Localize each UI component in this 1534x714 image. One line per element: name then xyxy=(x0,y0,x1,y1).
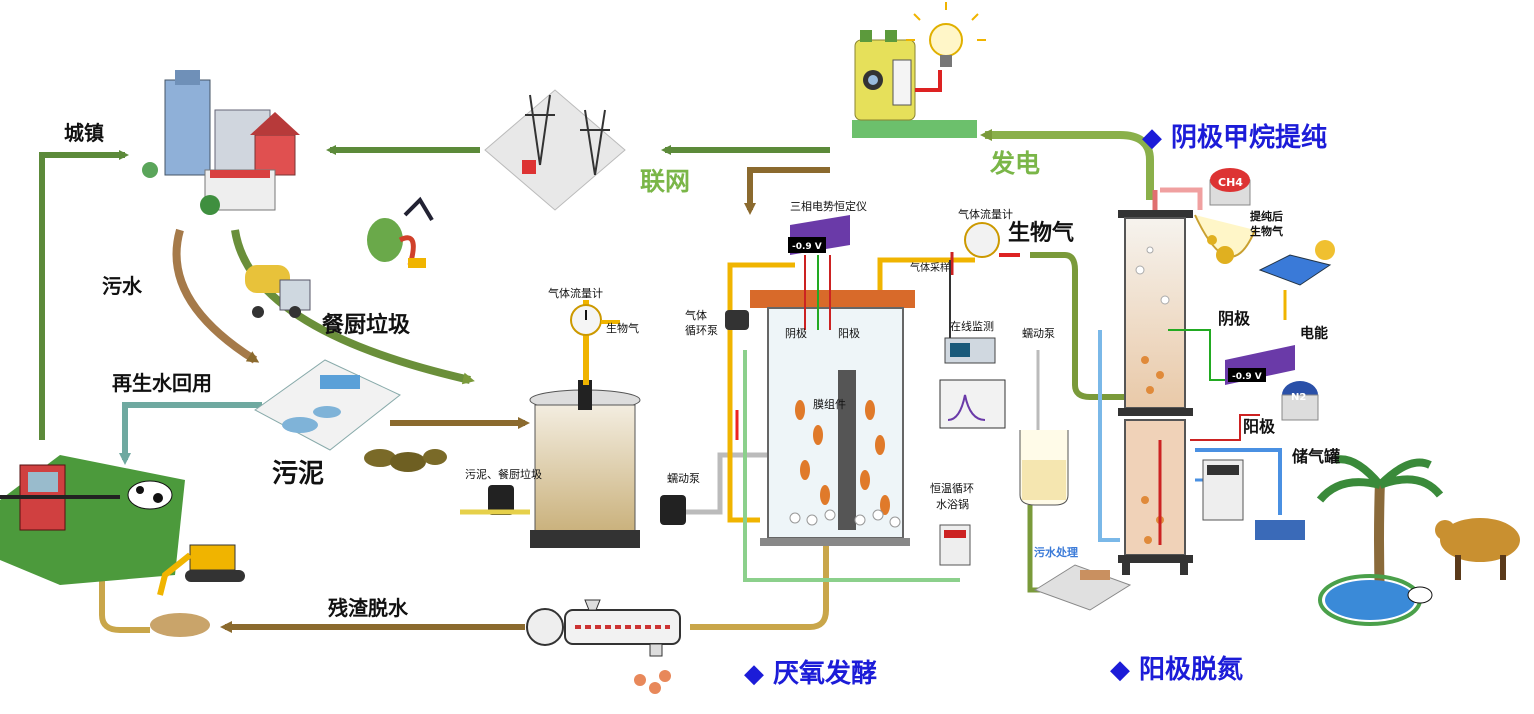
grid-label: 联网 xyxy=(640,167,690,196)
beaker-icon xyxy=(1019,350,1069,506)
main-reactor xyxy=(725,215,975,582)
power-gen-label: 发电 xyxy=(989,149,1040,178)
vegetables-icon xyxy=(367,196,434,268)
small-digester xyxy=(460,300,775,548)
pond-icon xyxy=(1318,574,1422,626)
gas-circ-pump-label-1: 气体 xyxy=(685,308,707,322)
anode-1-label: 阳极 xyxy=(838,326,860,340)
wastewater-treat-label: 污水处理 xyxy=(1034,545,1078,559)
sludge-label: 污泥 xyxy=(272,459,324,489)
gas-flowmeter-2-label: 气体流量计 xyxy=(958,207,1013,221)
screw-press-icon xyxy=(526,599,681,694)
gas-circ-pump-label-2: 循环泵 xyxy=(685,324,718,337)
column-reactor xyxy=(1098,187,1282,575)
cathode-1-label: 阴极 xyxy=(785,326,807,340)
cow-icon xyxy=(1407,518,1520,604)
online-monitor xyxy=(939,222,1020,429)
truck-icon xyxy=(245,265,311,318)
lightbulb-icon xyxy=(906,2,986,67)
section-anode-denitrify: ◆ 阳极脱氮 xyxy=(1110,655,1243,685)
potentiostat-label: 三相电势恒定仪 xyxy=(790,199,867,213)
palm-tree-icon xyxy=(1316,455,1444,601)
residue-dewater-label: 残渣脱水 xyxy=(328,596,409,620)
treatment-plant-icon xyxy=(254,359,401,451)
solar-panel-icon xyxy=(1258,240,1335,320)
n2-tank-icon xyxy=(1281,381,1319,421)
potentiostat-2 xyxy=(1225,345,1295,385)
online-monitor-label: 在线监测 xyxy=(950,319,994,333)
purified-biogas-label-1: 提纯后 xyxy=(1250,209,1283,223)
power-grid-icon xyxy=(484,89,626,211)
cathode-2-label: 阴极 xyxy=(1218,309,1251,328)
peristaltic-pump-2-label: 蠕动泵 xyxy=(1022,327,1055,340)
anode-2-label: 阳极 xyxy=(1243,417,1276,436)
biogas-small-label: 生物气 xyxy=(606,321,639,335)
purified-biogas-label-2: 生物气 xyxy=(1250,224,1283,238)
voltage-label-2: -0.9 V xyxy=(1232,372,1262,382)
kitchen-waste-label: 餐厨垃圾 xyxy=(322,312,411,338)
gas-sampling-label: 气体采样 xyxy=(910,261,950,274)
ch4-tank-icon xyxy=(1194,168,1256,264)
voltage-label-1: -0.9 V xyxy=(792,242,822,252)
generator-icon xyxy=(852,30,977,138)
reclaimed-water-label: 再生水回用 xyxy=(112,371,212,395)
town-label: 城镇 xyxy=(64,121,104,145)
pump-right xyxy=(1202,459,1305,540)
storage-tank-label: 储气罐 xyxy=(1291,447,1340,466)
sewage-label: 污水 xyxy=(102,274,143,298)
section-cathode-methane: ◆ 阴极甲烷提纯 xyxy=(1142,122,1327,153)
thermo-bath-label-1: 恒温循环 xyxy=(930,482,974,495)
n2-label: N2 xyxy=(1291,392,1306,403)
peristaltic-pump-1-label: 蠕动泵 xyxy=(667,472,700,485)
section-anaerobic: ◆ 厌氧发酵 xyxy=(744,658,877,689)
biogas-label: 生物气 xyxy=(1008,220,1074,246)
electricity-label: 电能 xyxy=(1300,325,1328,342)
excavator-icon xyxy=(150,544,245,637)
sludge-kitchen-label: 污泥、餐厨垃圾 xyxy=(465,467,542,481)
ch4-label: CH4 xyxy=(1218,176,1243,189)
thermo-bath-label-2: 水浴锅 xyxy=(936,498,969,511)
gas-flowmeter-1-label: 气体流量计 xyxy=(548,286,603,300)
wastewater-treatment-icon xyxy=(1033,564,1132,611)
farm-icon xyxy=(0,455,185,585)
membrane-module-label: 膜组件 xyxy=(813,397,846,411)
town-icon xyxy=(142,70,300,215)
sludge-pile-icon xyxy=(364,449,447,472)
